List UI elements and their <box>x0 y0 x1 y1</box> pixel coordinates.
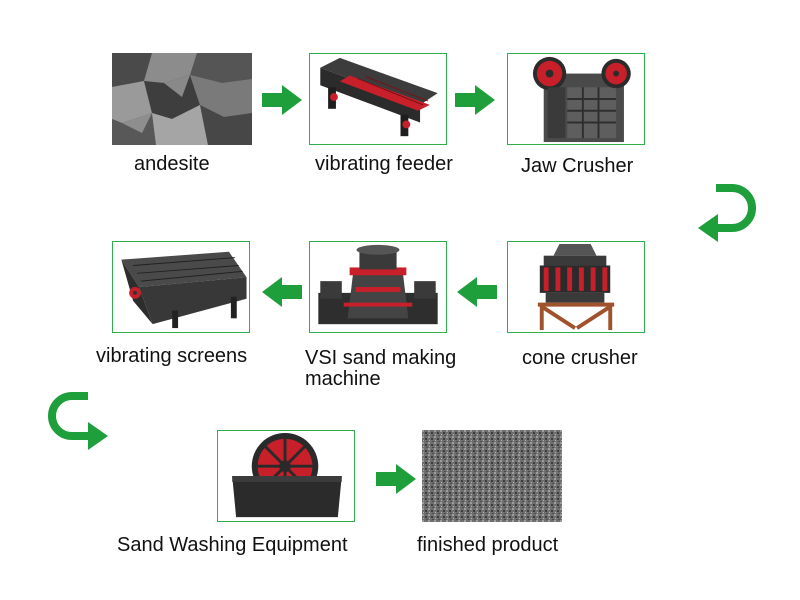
left-arrow-icon <box>457 277 497 307</box>
step-label-vibrating-screens: vibrating screens <box>96 345 248 367</box>
u-turn-right-arrow-icon <box>48 392 108 450</box>
andesite-image <box>112 53 252 145</box>
jaw-crusher-icon <box>532 56 631 143</box>
andesite-rock-icon <box>112 53 252 145</box>
vsi-sand-making-machine-icon <box>318 244 438 325</box>
step-label-sand-washing: Sand Washing Equipment <box>117 534 348 556</box>
step-label-andesite: andesite <box>134 153 210 175</box>
sand-washer-icon <box>232 432 342 518</box>
right-arrow-icon <box>455 85 495 115</box>
cone-crusher-image <box>507 241 645 333</box>
vibrating-feeder-image <box>309 53 447 145</box>
step-label-vibrating-feeder: vibrating feeder <box>315 153 453 175</box>
sand-washing-image <box>217 430 355 522</box>
finished-product-image <box>422 430 562 522</box>
step-label-finished-product: finished product <box>417 534 559 556</box>
sand-pile-icon <box>422 430 562 522</box>
step-label-jaw-crusher: Jaw Crusher <box>521 155 634 177</box>
vsi-image <box>309 241 447 333</box>
jaw-crusher-image <box>507 53 645 145</box>
vibrating-feeder-icon <box>320 57 438 137</box>
u-turn-left-arrow-icon <box>698 184 756 242</box>
vibrating-screen-icon <box>121 251 247 329</box>
step-label-vsi-line1: VSI sand making <box>305 347 457 369</box>
right-arrow-icon <box>376 464 416 494</box>
left-arrow-icon <box>262 277 302 307</box>
right-arrow-icon <box>262 85 302 115</box>
step-label-cone-crusher: cone crusher <box>522 347 638 369</box>
cone-crusher-icon <box>537 243 615 331</box>
vibrating-screens-image <box>112 241 250 333</box>
step-label-vsi-line2: machine <box>305 368 381 390</box>
